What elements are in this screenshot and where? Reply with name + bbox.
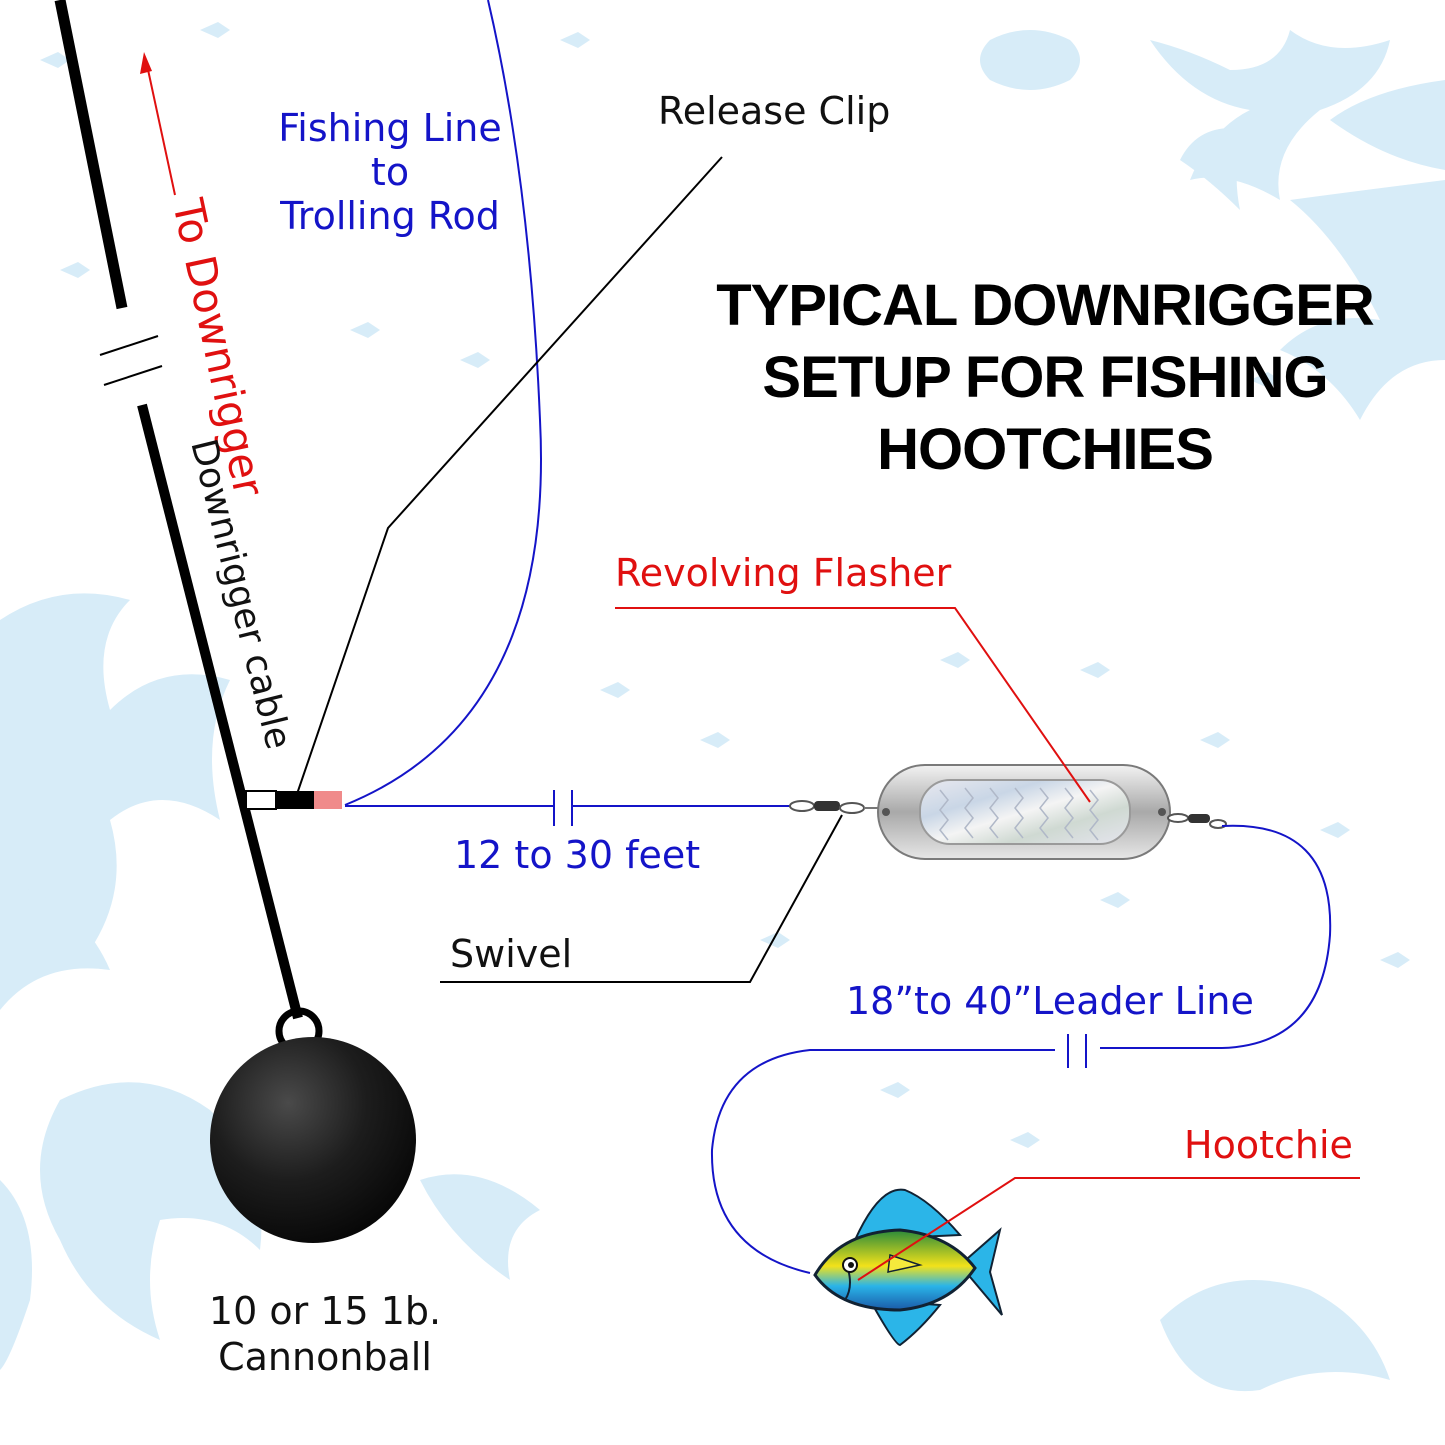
title-line-3: HOOTCHIES [877, 417, 1214, 482]
leader-line-to-lure [710, 1049, 1055, 1274]
downrigger-cable-lower [137, 403, 303, 1020]
title-line-1: TYPICAL DOWNRIGGER [716, 273, 1375, 338]
flasher-leader [615, 607, 1091, 803]
leader-line-label: 18”to 40”Leader Line [846, 979, 1254, 1023]
revolving-flasher-label: Revolving Flasher [615, 551, 952, 595]
release-clip-label: Release Clip [658, 89, 891, 133]
cannonball-label-line-2: Cannonball [218, 1335, 432, 1379]
fishing-line-to-rod [344, 0, 542, 806]
hootchie-leader [857, 1177, 1360, 1281]
hootchie-fish-icon [813, 1188, 1003, 1347]
fishing-line-label-line-2: to [370, 150, 410, 194]
to-downrigger-arrowhead-icon [140, 52, 152, 74]
release-clip-ring [245, 790, 277, 810]
release-clip-pad [314, 791, 342, 809]
leader-line-curve [1221, 824, 1332, 1049]
cannonball-icon [210, 1037, 416, 1243]
swivel-leader [440, 814, 843, 983]
cable-break-mark [99, 335, 159, 356]
revolving-flasher-icon [877, 764, 1171, 860]
fishing-line-label-line-1: Fishing Line [278, 106, 502, 150]
cable-break-mark [103, 365, 163, 386]
diagram-title: TYPICAL DOWNRIGGER SETUP FOR FISHING HOO… [700, 270, 1390, 486]
rear-swivel-icon [1167, 813, 1227, 829]
swivel-icon [789, 800, 880, 814]
release-clip-body [276, 791, 314, 809]
release-clip-leader [296, 156, 723, 795]
downrigger-cable-upper [54, 0, 128, 310]
distance-label: 12 to 30 feet [454, 833, 701, 877]
cannonball-label-line-1: 10 or 15 1b. [208, 1289, 442, 1333]
background-coral-pattern [0, 22, 1445, 1392]
swivel-label: Swivel [450, 932, 573, 976]
cannonball-label: 10 or 15 1b. Cannonball [180, 1288, 470, 1380]
fishing-line-label-line-3: Trolling Rod [280, 194, 500, 238]
hootchie-label: Hootchie [1184, 1123, 1353, 1167]
to-downrigger-arrow-shaft [146, 64, 176, 196]
title-line-2: SETUP FOR FISHING [762, 345, 1328, 410]
fishing-line-label: Fishing Line to Trolling Rod [270, 106, 510, 238]
